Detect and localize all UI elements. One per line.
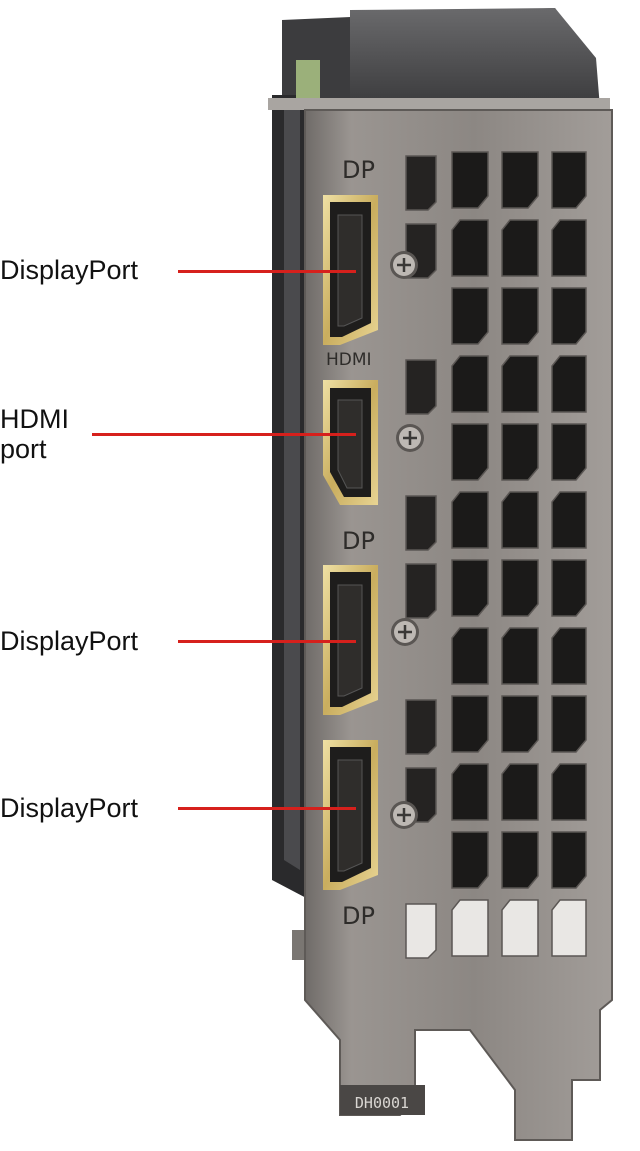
- vent-slot: [451, 423, 489, 481]
- part-code-stamp: DH0001: [355, 1094, 409, 1112]
- vent-slot-small: [405, 563, 437, 619]
- vent-slot: [501, 831, 539, 889]
- port-dp-3: [323, 740, 378, 890]
- vent-slot: [501, 695, 539, 753]
- vent-slot: [551, 491, 587, 549]
- screw-4: [390, 801, 418, 829]
- vent-slot: [501, 559, 539, 617]
- callout-line-4: [178, 807, 356, 810]
- vent-slot: [551, 899, 587, 957]
- vent-slot: [451, 491, 489, 549]
- bracket-mark-dp-mid: DP: [342, 527, 375, 555]
- vent-slot: [451, 151, 489, 209]
- callout-label-displayport-2: DisplayPort: [0, 626, 139, 656]
- vent-slot: [451, 627, 489, 685]
- vent-slot: [551, 763, 587, 821]
- vent-slot: [551, 151, 587, 209]
- vent-slot: [501, 355, 539, 413]
- vent-slot: [551, 219, 587, 277]
- vent-slot: [451, 695, 489, 753]
- vent-slot: [451, 559, 489, 617]
- bracket-mark-dp-bottom: DP: [342, 902, 375, 930]
- callout-line-2: [92, 433, 356, 436]
- screw-1: [390, 251, 418, 279]
- vent-slot: [451, 899, 489, 957]
- vent-slot: [501, 491, 539, 549]
- vent-slot-small: [405, 155, 437, 211]
- vent-slot: [451, 287, 489, 345]
- screw-3: [391, 618, 419, 646]
- vent-slot: [451, 355, 489, 413]
- vent-slot-small: [405, 359, 437, 415]
- vent-slot: [551, 831, 587, 889]
- vent-slot: [501, 627, 539, 685]
- vent-slot: [551, 559, 587, 617]
- bracket-mark-hdmi: HDMI: [326, 350, 372, 370]
- vent-slot: [451, 763, 489, 821]
- vent-slot: [501, 287, 539, 345]
- callout-label-hdmi: HDMI port: [0, 404, 69, 464]
- callout-label-displayport-3: DisplayPort: [0, 793, 139, 823]
- port-hdmi: [323, 380, 378, 505]
- callout-label-displayport-1: DisplayPort: [0, 255, 139, 285]
- vent-grid: [405, 151, 587, 959]
- vent-slot: [501, 423, 539, 481]
- vent-slot: [451, 219, 489, 277]
- vent-slot: [501, 899, 539, 957]
- vent-slot-small: [405, 699, 437, 755]
- vent-slot: [451, 831, 489, 889]
- screw-2: [396, 424, 424, 452]
- callout-line-3: [178, 640, 356, 643]
- cooler-shroud: [272, 8, 600, 960]
- vent-slot: [501, 151, 539, 209]
- bracket-mark-dp-top: DP: [342, 156, 375, 184]
- vent-slot: [551, 287, 587, 345]
- vent-slot: [551, 627, 587, 685]
- vent-slot-small: [405, 495, 437, 551]
- vent-slot: [501, 763, 539, 821]
- callout-line-1: [178, 270, 356, 273]
- vent-slot: [501, 219, 539, 277]
- vent-slot-small: [405, 903, 437, 959]
- vent-slot: [551, 695, 587, 753]
- vent-slot: [551, 355, 587, 413]
- vent-slot: [551, 423, 587, 481]
